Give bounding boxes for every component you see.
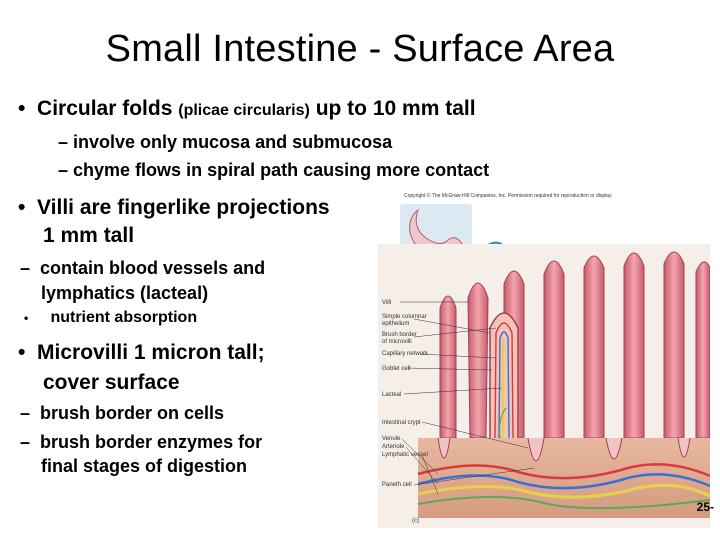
- label-goblet: Goblet cell: [382, 366, 410, 372]
- label-villi: Villi: [382, 300, 391, 306]
- page-number: 25-: [696, 500, 714, 514]
- label-lymphatic: Lymphatic vessel: [382, 452, 428, 458]
- sub-bullet-text: nutrient absorption: [50, 309, 198, 326]
- label-brush-border: Brush border: [382, 332, 417, 338]
- sectioned-villus: [489, 312, 519, 449]
- sub-bullet-text: chyme flows in spiral path causing more …: [73, 160, 490, 180]
- bullet-marker: •: [18, 97, 26, 120]
- sub-bullet: – brush border on cells: [20, 401, 224, 425]
- slide-title: Small Intestine - Surface Area: [105, 28, 615, 70]
- label-arteriole: Arteriole: [382, 444, 405, 450]
- label-paneth: Paneth cell: [382, 482, 412, 488]
- dash-marker: –: [20, 432, 31, 452]
- sub-bullet: – contain blood vessels and: [20, 256, 265, 280]
- sub-bullet-text: brush border enzymes for: [40, 432, 263, 452]
- sub-bullet: – involve only mucosa and submucosa: [58, 130, 392, 154]
- sub-bullet-text: contain blood vessels and: [40, 258, 266, 278]
- bullet-text: up to 10 mm tall: [309, 97, 476, 120]
- bullet-microvilli: • Microvilli 1 micron tall;: [18, 341, 265, 365]
- bullet-marker: •: [18, 341, 26, 364]
- label-capillary: Capillary network: [382, 351, 429, 357]
- label-crypt: Intestinal crypt: [382, 420, 421, 426]
- sub-bullet-continuation: lymphatics (lacteal): [41, 283, 209, 303]
- sub-bullet: – brush border enzymes for: [20, 430, 262, 454]
- label-brush-border-2: of microvilli: [382, 339, 412, 345]
- dash-marker: –: [20, 258, 31, 278]
- bullet-text-latin: (plicae circularis): [178, 102, 310, 119]
- dash-marker: –: [58, 132, 69, 152]
- submucosa-vessels: [417, 463, 710, 510]
- bullet-text-continuation: 1 mm tall: [43, 224, 135, 247]
- bullet-text-continuation: cover surface: [43, 371, 180, 394]
- bullet-text: Circular folds: [37, 97, 179, 120]
- bullet-text: Microvilli 1 micron tall;: [37, 341, 265, 364]
- bullet-circular-folds: • Circular folds (plicae circularis) up …: [18, 97, 476, 123]
- sub-bullet: • nutrient absorption: [24, 308, 197, 328]
- villi-anatomy-figure: Copyright © The McGraw-Hill Companies, I…: [378, 192, 710, 528]
- sub-bullet-text: involve only mucosa and submucosa: [73, 132, 393, 152]
- crypts: [437, 437, 691, 462]
- label-simple-columnar-2: epithelium: [382, 321, 409, 327]
- bullet-marker: •: [18, 196, 26, 219]
- sub-bullet: – chyme flows in spiral path causing mor…: [58, 158, 489, 182]
- label-lacteal: Lacteal: [382, 392, 401, 398]
- bullet-text: Villi are fingerlike projections: [37, 196, 330, 219]
- figure-copyright: Copyright © The McGraw-Hill Companies, I…: [404, 192, 613, 199]
- bullet-marker: •: [24, 311, 29, 325]
- label-simple-columnar: Simple columnar: [382, 314, 427, 320]
- label-leaders: [400, 301, 535, 495]
- sub-bullet-continuation: final stages of digestion: [41, 456, 248, 476]
- bullet-villi: • Villi are fingerlike projections: [18, 196, 330, 220]
- dash-marker: –: [20, 403, 31, 423]
- dash-marker: –: [58, 160, 69, 180]
- label-venule: Venule: [382, 436, 401, 442]
- figure-part-label: (c): [412, 518, 419, 524]
- villi-group: [439, 251, 710, 439]
- sub-bullet-text: brush border on cells: [40, 403, 225, 423]
